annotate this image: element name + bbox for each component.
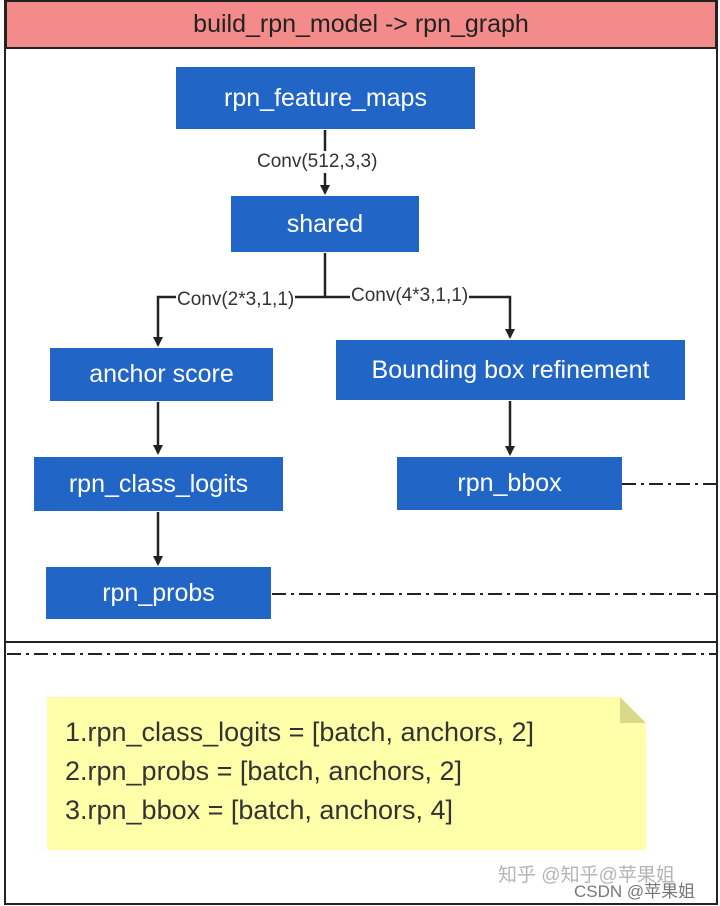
watermark-csdn: CSDN @苹果姐 [574, 882, 696, 901]
note-line-3: 3.rpn_bbox = [batch, anchors, 4] [65, 795, 454, 825]
node-anchor-score: anchor score [50, 348, 273, 401]
node-rpn-class-logits: rpn_class_logits [34, 457, 283, 511]
edge-label-conv-shared: Conv(512,3,3) [256, 151, 379, 173]
note-line-2: 2.rpn_probs = [batch, anchors, 2] [65, 756, 462, 786]
edge-label-conv-bbox: Conv(4*3,1,1) [350, 285, 470, 307]
note-background [47, 697, 646, 850]
node-rpn-feature-maps: rpn_feature_maps [176, 67, 475, 129]
node-shared: shared [231, 196, 419, 252]
node-rpn-probs: rpn_probs [46, 567, 271, 619]
node-bounding-box-refinement: Bounding box refinement [336, 340, 685, 400]
note-fold [620, 697, 646, 723]
watermark-zhihu: 知乎 @知乎@苹果姐 [498, 865, 675, 886]
diagram-title: build_rpn_model -> rpn_graph [5, 0, 717, 49]
note-line-1: 1.rpn_class_logits = [batch, anchors, 2] [65, 717, 535, 747]
edge-label-conv-score: Conv(2*3,1,1) [176, 289, 296, 311]
node-rpn-bbox: rpn_bbox [397, 457, 622, 510]
